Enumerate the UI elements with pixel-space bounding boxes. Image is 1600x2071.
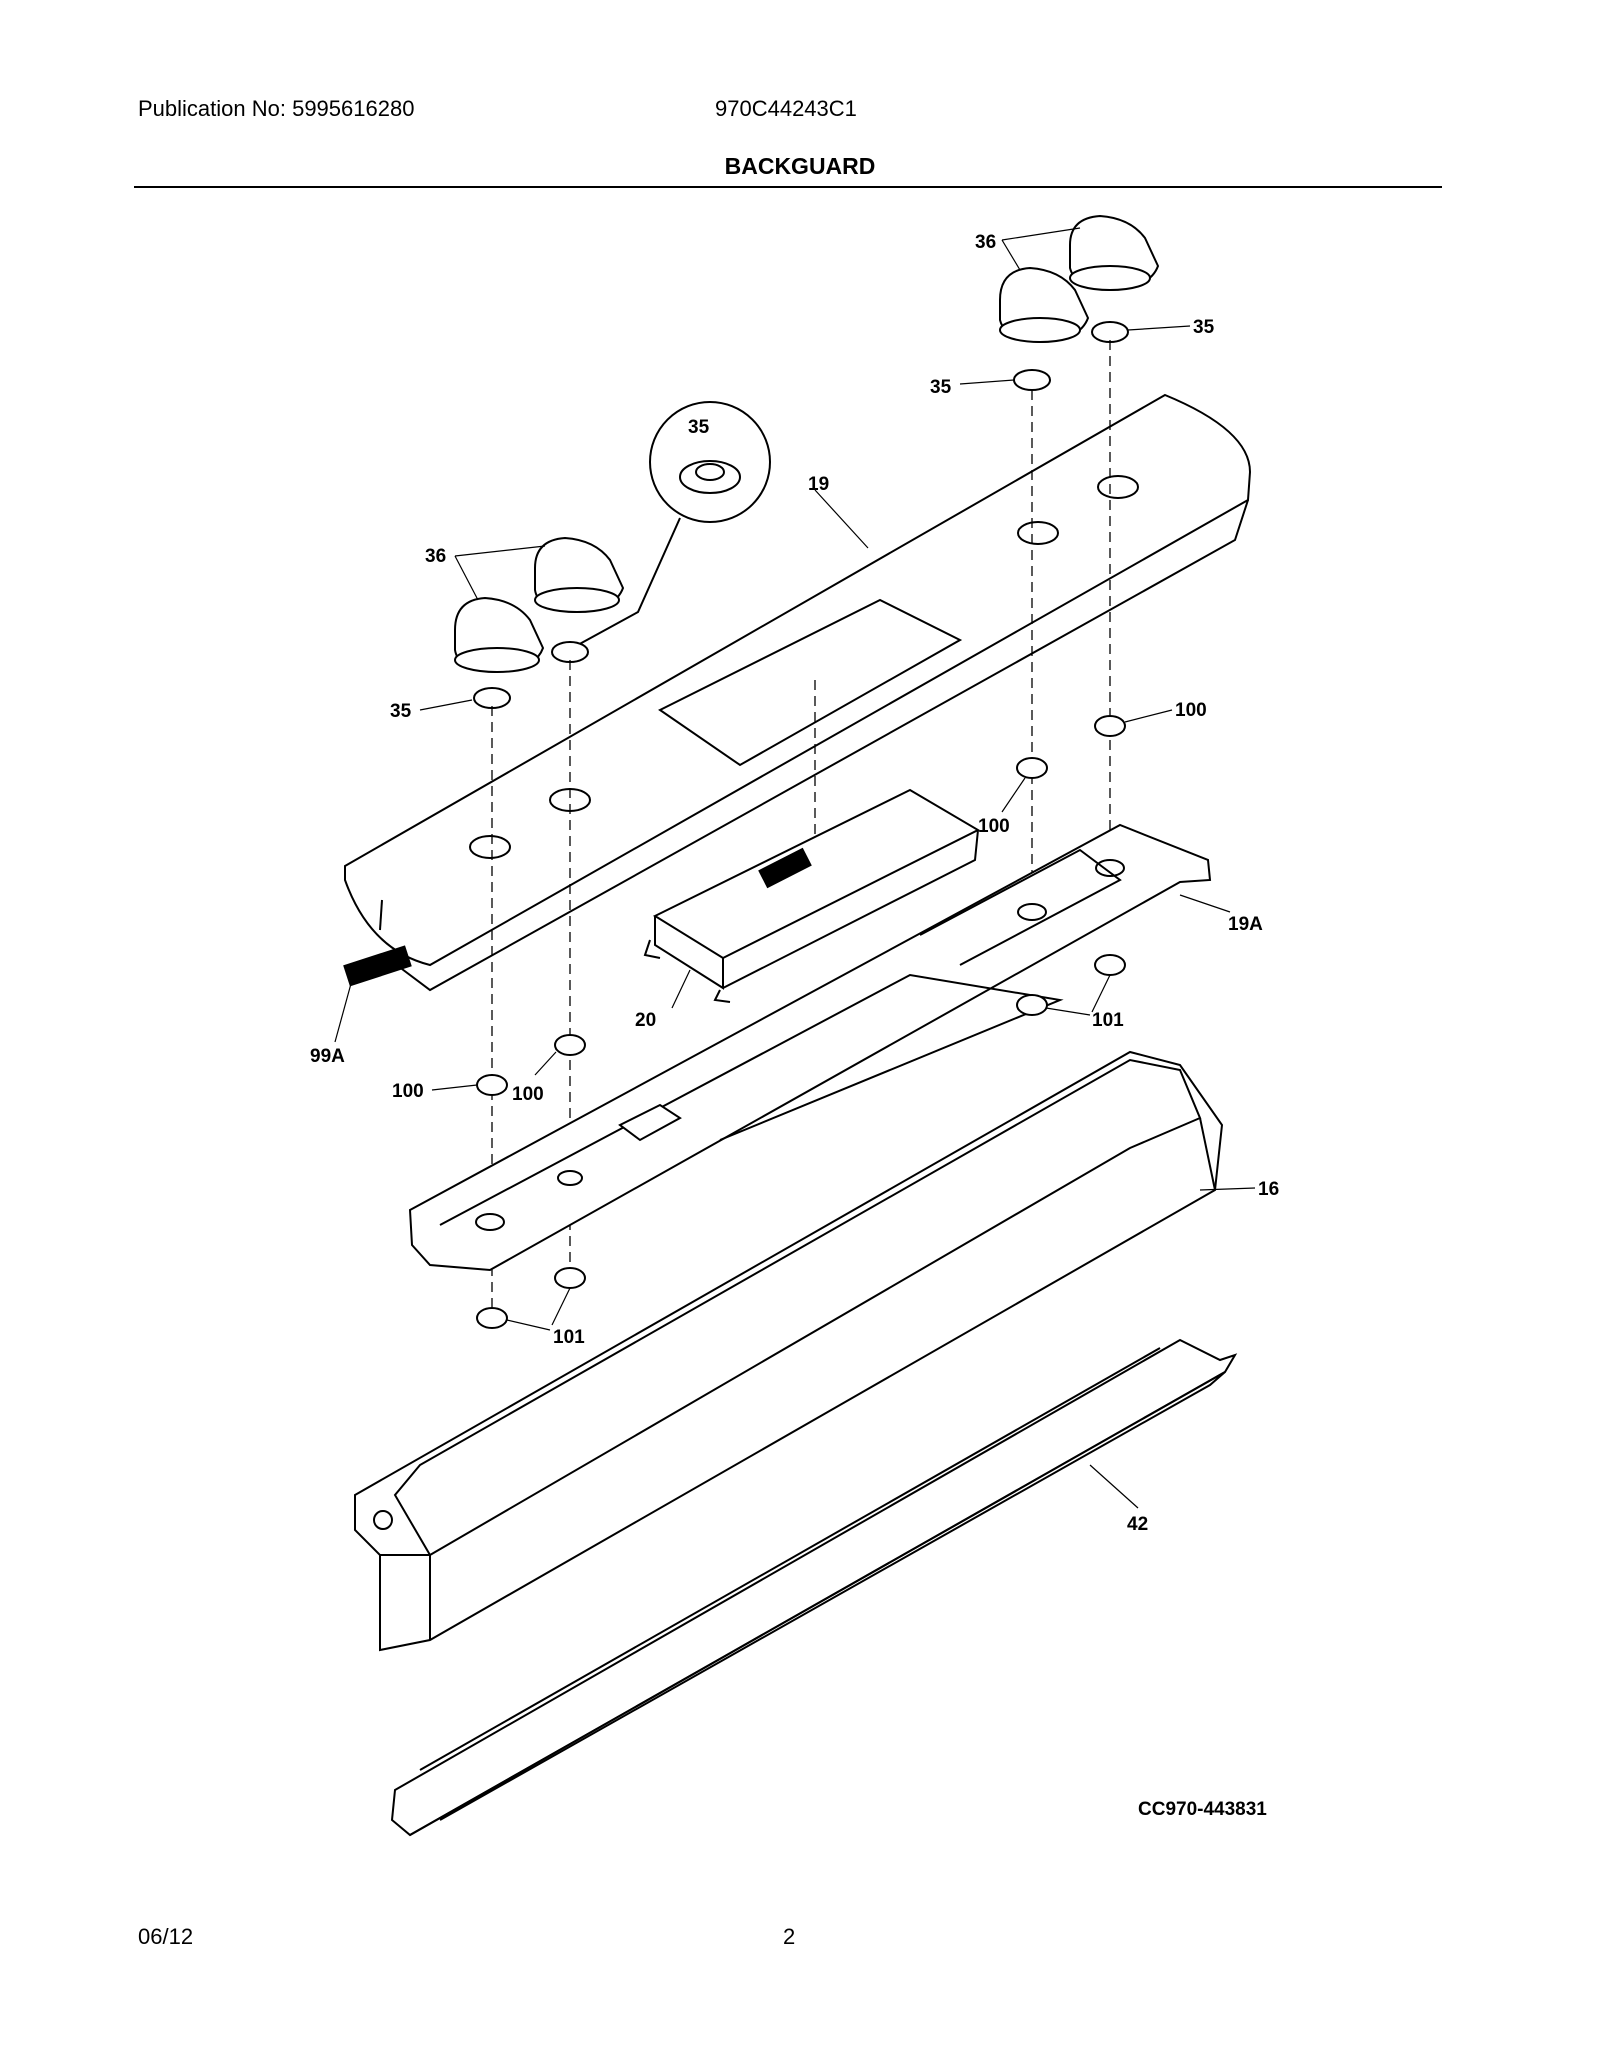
bracket-19a — [408, 823, 1212, 1272]
rail-42 — [390, 1338, 1238, 1837]
backguard-panel-19 — [344, 393, 1252, 992]
nut-35-left-upper — [551, 641, 589, 663]
callout-101-left: 101 — [553, 1327, 585, 1348]
callout-100-mid: 100 — [978, 816, 1010, 837]
nut-100-left — [476, 1074, 508, 1096]
nut-35-top-right — [1091, 321, 1129, 343]
diagram-code: CC970-443831 — [1138, 1799, 1267, 1820]
callout-99a: 99A — [310, 1046, 345, 1067]
publication-number: Publication No: 5995616280 — [138, 96, 415, 121]
knob-36-top-b — [1069, 214, 1160, 292]
callout-100-right: 100 — [1175, 700, 1207, 721]
control-board-20 — [643, 788, 981, 1003]
callout-35-top-right: 35 — [1193, 317, 1215, 338]
callout-35-inset: 35 — [688, 417, 710, 438]
nut-100-mid — [1016, 757, 1048, 779]
callout-36-top: 36 — [975, 232, 996, 253]
footer-date: 06/12 — [138, 1924, 194, 1949]
knob-36-left-a — [454, 596, 545, 674]
nut-101-left-b — [476, 1307, 508, 1329]
callout-100-left: 100 — [392, 1081, 424, 1102]
page-number: 2 — [783, 1924, 796, 1949]
callout-101-right: 101 — [1092, 1010, 1124, 1031]
callout-36-left: 36 — [425, 546, 446, 567]
nut-101-right-a — [1094, 954, 1126, 976]
callout-19a: 19A — [1228, 914, 1263, 935]
base-16 — [354, 1050, 1224, 1652]
nut-100-right — [1094, 715, 1126, 737]
title-rule — [134, 186, 1442, 188]
callout-100-left2: 100 — [512, 1084, 544, 1105]
nut-101-left-a — [554, 1267, 586, 1289]
callout-19: 19 — [808, 474, 829, 495]
callout-35-left: 35 — [390, 701, 412, 722]
model-number: 970C44243C1 — [715, 96, 857, 121]
nut-101-right-b — [1016, 994, 1048, 1016]
nut-35-left — [473, 687, 511, 709]
knob-36-left-b — [534, 536, 625, 614]
callout-35-top-left: 35 — [930, 377, 952, 398]
callout-20: 20 — [635, 1010, 656, 1031]
inset-nut-35 — [649, 401, 771, 523]
knob-36-top-a — [999, 266, 1090, 344]
callout-42: 42 — [1127, 1514, 1148, 1535]
callout-16: 16 — [1258, 1179, 1279, 1200]
page-title: BACKGUARD — [724, 153, 876, 179]
nut-100-left2 — [554, 1034, 586, 1056]
nut-35-top-left — [1013, 369, 1051, 391]
wire-harness-99a — [343, 945, 412, 987]
